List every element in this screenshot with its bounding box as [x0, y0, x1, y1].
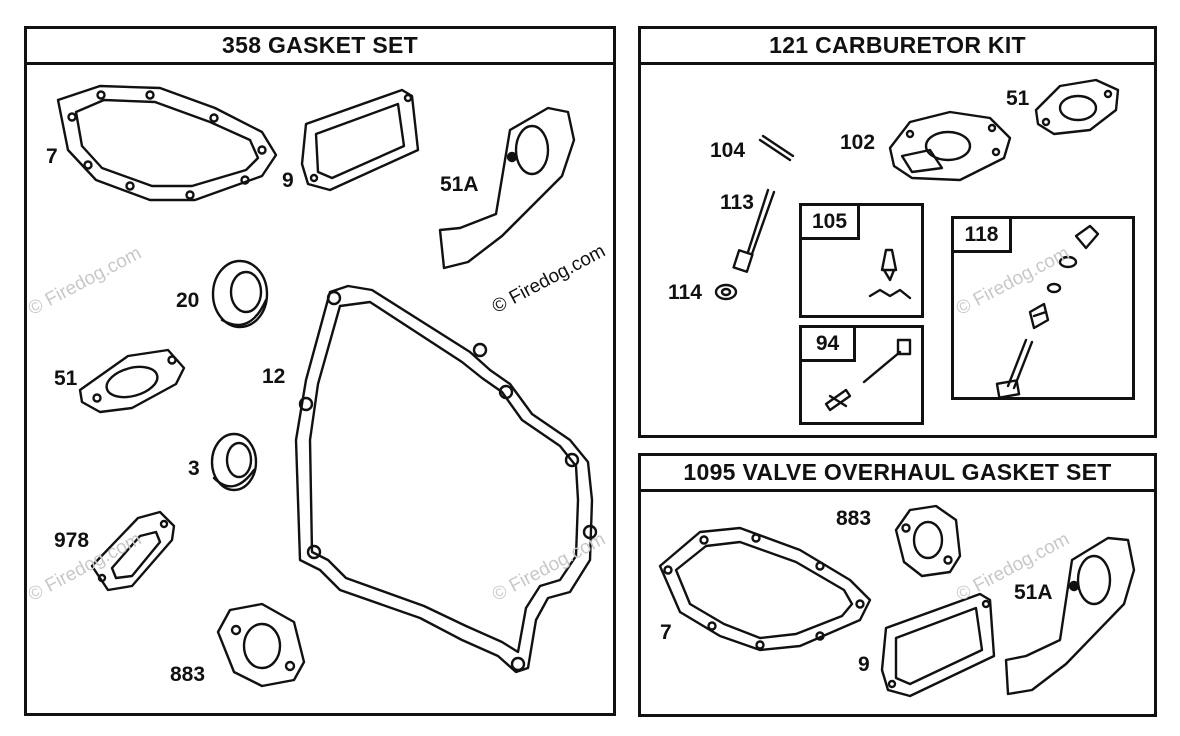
rocker-gasket-9-drawing: [300, 88, 420, 192]
part-51a-label: 51A: [440, 173, 479, 196]
oil-seal-3-drawing: [210, 432, 258, 492]
part-3-label: 3: [188, 457, 200, 480]
subkit-105-parts-drawing: [868, 248, 912, 300]
needle-113-drawing: [732, 188, 776, 273]
diaphragm-102-drawing: [888, 110, 1012, 182]
rocker-gasket-9-valve-drawing: [880, 592, 996, 698]
gasket-883-valve-drawing: [894, 504, 962, 578]
part-51-label: 51: [54, 367, 78, 390]
part-114-label: 114: [668, 281, 702, 304]
valve-overhaul-title: 1095 VALVE OVERHAUL GASKET SET: [641, 456, 1154, 492]
part-104-label: 104: [710, 139, 746, 162]
subkit-105-box: 105: [799, 203, 924, 318]
subkit-118-label: 118: [954, 219, 1012, 253]
gasket-set-title: 358 GASKET SET: [27, 29, 613, 65]
part-20-label: 20: [176, 289, 200, 312]
gasket-883-drawing: [216, 602, 306, 688]
subkit-118-box: 118: [951, 216, 1135, 400]
gasket-51-drawing: [78, 348, 186, 414]
part-7-valve-label: 7: [660, 621, 672, 644]
part-883-valve-label: 883: [836, 507, 872, 530]
crankcase-gasket-12-drawing: [294, 284, 598, 674]
gasket-978-drawing: [90, 510, 176, 592]
head-gasket-7-drawing: [56, 84, 278, 202]
part-12-label: 12: [262, 365, 286, 388]
washer-114-drawing: [714, 283, 738, 301]
part-9-label: 9: [282, 169, 294, 192]
part-113-label: 113: [720, 191, 754, 214]
carburetor-kit-title: 121 CARBURETOR KIT: [641, 29, 1154, 65]
subkit-118-parts-drawing: [995, 224, 1100, 399]
part-883-label: 883: [170, 663, 206, 686]
part-7-label: 7: [46, 145, 58, 168]
gasket-51-carb-drawing: [1034, 78, 1120, 136]
subkit-94-parts-drawing: [824, 338, 912, 412]
intake-gasket-51a-drawing: [438, 106, 576, 270]
pin-104-drawing: [758, 134, 795, 162]
part-51-carb-label: 51: [1006, 87, 1030, 110]
part-51a-valve-label: 51A: [1014, 581, 1053, 604]
subkit-94-label: 94: [802, 328, 856, 362]
head-gasket-7-valve-drawing: [658, 526, 872, 652]
subkit-94-box: 94: [799, 325, 924, 425]
subkit-105-label: 105: [802, 206, 860, 240]
part-102-label: 102: [840, 131, 876, 154]
part-9-valve-label: 9: [858, 653, 870, 676]
part-978-label: 978: [54, 529, 90, 552]
intake-gasket-51a-valve-drawing: [1004, 536, 1136, 696]
oil-seal-20-drawing: [211, 259, 269, 329]
